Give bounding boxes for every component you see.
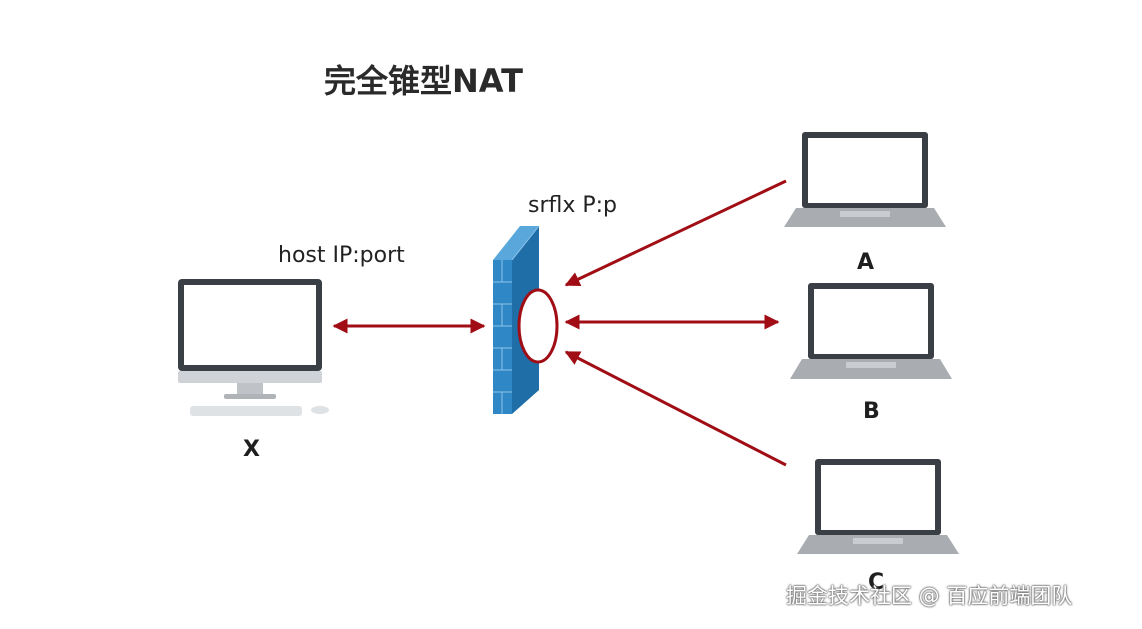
firewall-icon xyxy=(493,225,540,414)
laptop-b-icon xyxy=(790,283,952,379)
arrow-a-to-nat xyxy=(564,179,787,287)
node-label-b: B xyxy=(863,399,880,424)
watermark: 掘金技术社区 @ 百应前端团队 xyxy=(786,584,1073,608)
desktop-computer-icon xyxy=(178,279,329,416)
srflx-label: srflx P:p xyxy=(528,193,618,218)
node-label-x: X xyxy=(243,437,260,462)
nat-port-mapping xyxy=(517,288,559,364)
laptop-a-icon xyxy=(784,132,946,227)
arrow-c-to-nat xyxy=(564,350,787,467)
laptop-c-icon xyxy=(797,459,959,554)
node-label-c: C xyxy=(868,570,885,595)
node-label-a: A xyxy=(857,250,875,275)
host-label: host IP:port xyxy=(278,243,405,268)
diagram-title: 完全锥型NAT xyxy=(324,62,523,100)
